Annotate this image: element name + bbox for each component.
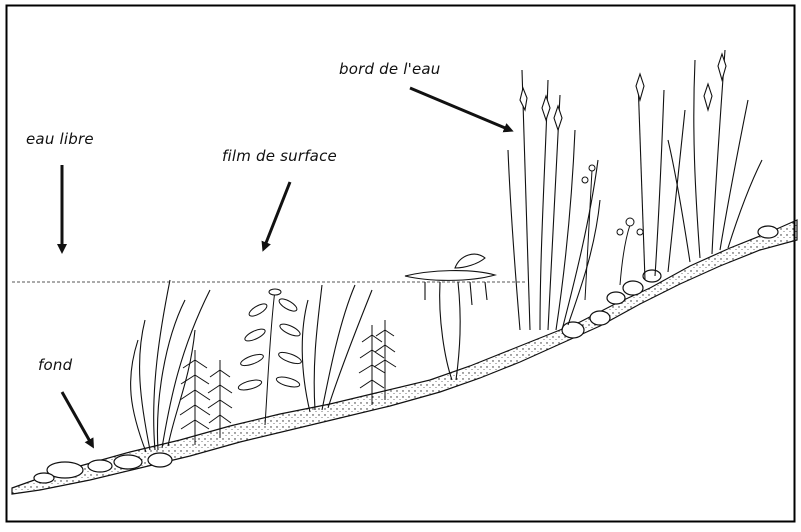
bank-flowering-plant bbox=[582, 165, 643, 300]
picture-border bbox=[7, 6, 795, 522]
lake-bottom-slope bbox=[12, 220, 797, 494]
open-water-label: eau libre bbox=[26, 130, 94, 148]
surface-film-arrow bbox=[264, 182, 290, 248]
bottom-arrow bbox=[62, 392, 92, 445]
submerged-ribbon-plant-2 bbox=[302, 285, 372, 412]
submerged-ribbon-plant bbox=[131, 280, 210, 452]
water-edge-arrow bbox=[410, 88, 510, 130]
submerged-leafy-plant bbox=[237, 289, 302, 425]
bottom-label: fond bbox=[38, 356, 72, 374]
water-edge-label: bord de l'eau bbox=[339, 60, 441, 78]
emergent-reeds bbox=[508, 70, 600, 330]
surface-film-label: film de surface bbox=[222, 147, 337, 165]
